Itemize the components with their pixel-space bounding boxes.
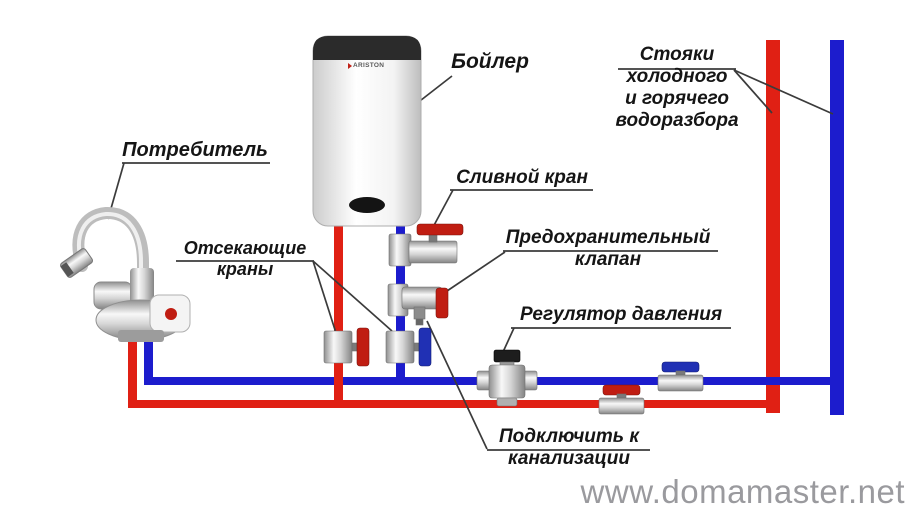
- faucet-aerator: [60, 262, 74, 277]
- inline-cold-stem: [675, 370, 686, 376]
- label-shutoff-valves: Отсекающие краны: [174, 238, 316, 280]
- faucet-cold-branch: [144, 336, 153, 385]
- inline-hot-handle: [602, 384, 641, 396]
- shutoff-leader-line-hot: [312, 260, 337, 334]
- label-safety-line2: клапан: [574, 249, 642, 270]
- risers-leader-line-cold: [733, 69, 834, 115]
- drain-valve-graphic: [388, 223, 464, 267]
- shutoff-leader-line-cold: [312, 260, 393, 332]
- boiler-top-cap: [313, 36, 421, 60]
- inline-valve-cold-graphic: [657, 361, 704, 392]
- inline-hot-body: [598, 397, 645, 415]
- label-sewer-line2: канализации: [508, 448, 630, 469]
- label-pressure-regulator-text: Регулятор давления: [519, 304, 723, 325]
- shutoff-hot-body: [323, 330, 353, 364]
- ariston-logo-icon: [348, 62, 352, 69]
- faucet-graphic: [60, 207, 191, 342]
- regulator-leader-line: [502, 327, 515, 353]
- annotation-lines: [107, 68, 834, 451]
- label-consumer-text: Потребитель: [122, 139, 268, 161]
- faucet-hot-indicator-dot: [165, 308, 177, 320]
- regulator-cap: [493, 349, 521, 363]
- shutoff-hot-handle: [356, 327, 370, 367]
- safety-valve-graphic: [387, 283, 449, 326]
- drain-valve-tee: [388, 233, 412, 267]
- safety-valve-lever: [435, 287, 449, 319]
- sewer-leader-line: [426, 320, 488, 450]
- label-shutoff-line2: краны: [216, 259, 274, 279]
- label-sewer-connection: Подключить к канализации: [484, 426, 654, 470]
- boiler-display-oval: [349, 197, 385, 213]
- shutoff-valve-hot-graphic: [323, 327, 370, 367]
- boiler-hot-outlet-pipe: [334, 222, 343, 408]
- pressure-regulator-graphic: [476, 349, 538, 407]
- shutoff-cold-handle: [418, 327, 432, 367]
- regulator-body: [488, 364, 526, 399]
- regulator-bottom: [496, 397, 518, 407]
- faucet-gooseneck-highlight: [76, 211, 143, 298]
- label-sewer-line1: Подключить к: [499, 426, 639, 447]
- label-risers-line4: водоразбора: [615, 110, 739, 131]
- label-pressure-regulator: Регулятор давления: [506, 304, 736, 326]
- cold-riser-pipe: [830, 40, 844, 415]
- inline-cold-body: [657, 374, 704, 392]
- risers-leader-line-hot: [733, 69, 773, 114]
- boiler-brand-text: ARISTON: [353, 62, 385, 69]
- label-drain-valve: Сливной кран: [446, 167, 598, 189]
- label-risers-line2: холодного: [626, 66, 728, 87]
- hot-riser-pipe: [766, 40, 780, 413]
- shutoff-cold-body: [385, 330, 415, 364]
- label-consumer: Потребитель: [116, 139, 274, 161]
- drain-valve-leader-line: [431, 189, 454, 230]
- label-safety-line1: Предохранительный: [505, 227, 711, 248]
- label-safety-valve: Предохранительный клапан: [494, 227, 722, 271]
- faucet-spout-tip: [60, 248, 94, 278]
- watermark: www.domamaster.net: [580, 473, 905, 510]
- label-boiler-text: Бойлер: [451, 50, 529, 73]
- boiler-brand-logo: ARISTON: [348, 62, 384, 69]
- safety-valve-leader-line: [446, 251, 506, 292]
- label-shutoff-line1: Отсекающие: [183, 238, 307, 258]
- label-drain-valve-text: Сливной кран: [456, 167, 588, 188]
- label-risers-line1: Стояки: [639, 44, 715, 65]
- label-risers: Стояки холодного и горячего водоразбора: [608, 44, 746, 132]
- inline-cold-handle: [661, 361, 700, 373]
- faucet-base-foot: [118, 330, 164, 342]
- shutoff-valve-cold-graphic: [385, 327, 432, 367]
- faucet-hot-branch: [128, 336, 137, 408]
- hot-main-pipe: [128, 400, 780, 408]
- label-boiler: Бойлер: [438, 51, 542, 73]
- inline-hot-stem: [616, 393, 627, 399]
- safety-valve-drain-nozzle: [415, 318, 424, 326]
- label-risers-line3: и горячего: [625, 88, 729, 109]
- safety-valve-drain-spout: [413, 306, 426, 320]
- drain-valve-body: [408, 240, 458, 264]
- boiler-graphic: [312, 35, 422, 227]
- drain-valve-handle: [416, 223, 464, 236]
- inline-valve-hot-graphic: [598, 384, 645, 415]
